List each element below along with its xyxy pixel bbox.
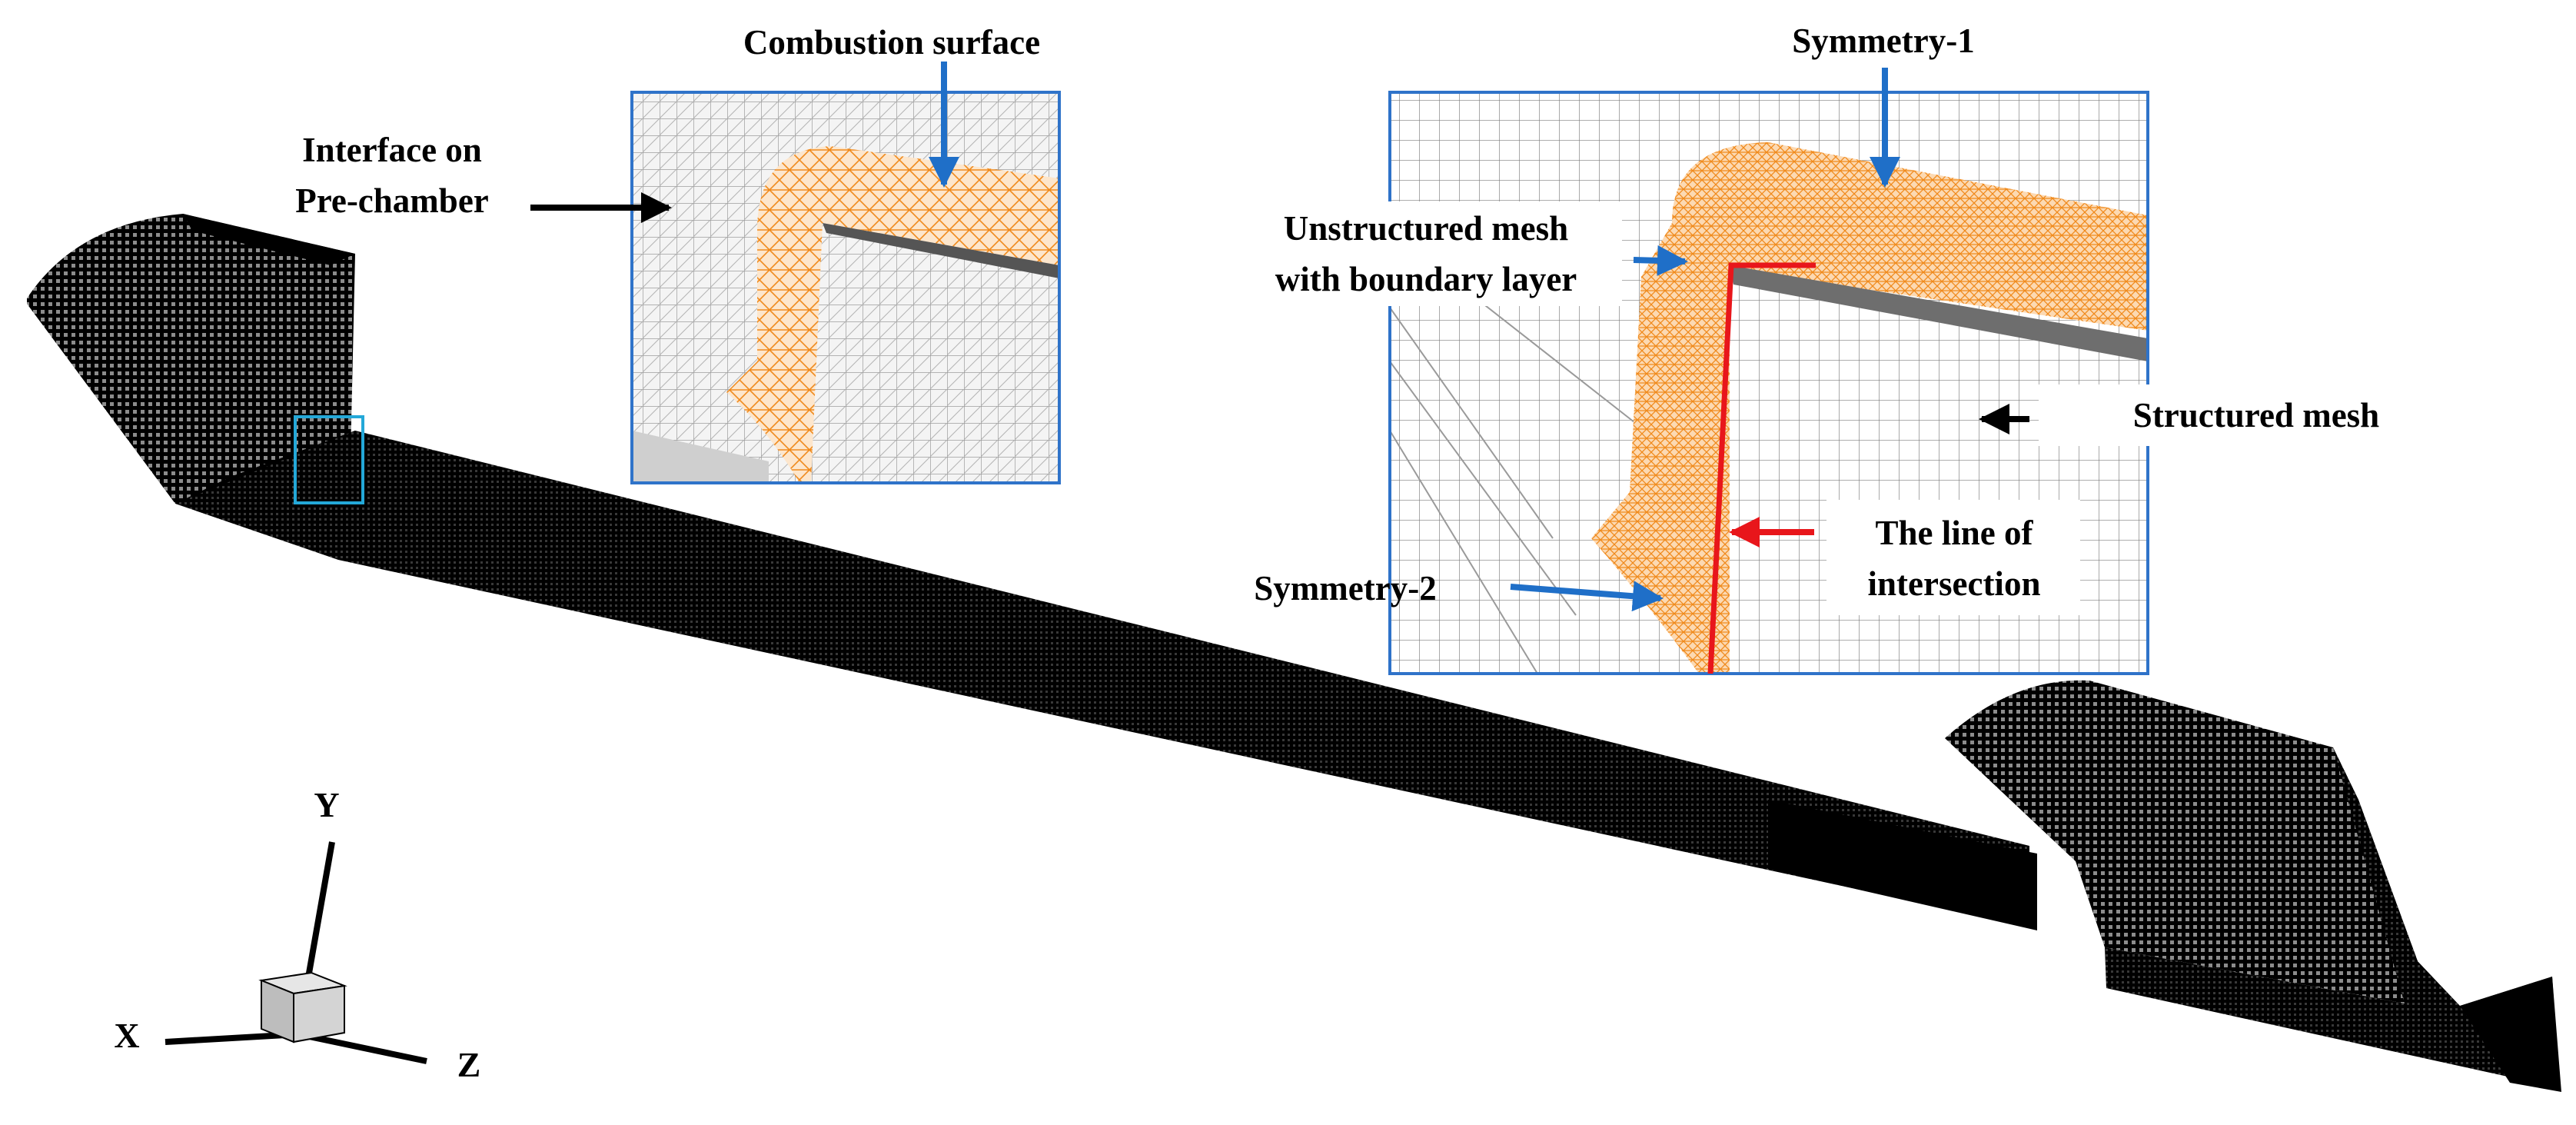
label-structured-mesh: Structured mesh	[2133, 396, 2379, 434]
intersection-line	[1707, 262, 1816, 674]
arrow-unstructured	[1633, 245, 1688, 276]
label-bg-intersection	[1826, 500, 2080, 615]
axis-z-line	[297, 1031, 427, 1064]
label-combustion-surface: Combustion surface	[743, 23, 1040, 62]
inset-interface-zoom	[630, 91, 1061, 484]
label-unstructured-line1: Unstructured mesh	[1284, 209, 1568, 248]
channel-mesh	[175, 431, 2037, 930]
label-intersection-line1: The line of	[1875, 514, 2033, 552]
label-bg-structured	[2039, 384, 2423, 446]
arrow-symmetry2	[1510, 581, 1664, 612]
label-symmetry2: Symmetry-2	[1254, 569, 1436, 607]
axis-cube-icon	[258, 971, 347, 1043]
label-bg-unstructured	[1238, 201, 1622, 306]
axis-triad: Y X Z	[114, 785, 480, 1084]
label-symmetry1: Symmetry-1	[1792, 22, 1974, 60]
zoom-highlight-box	[294, 415, 364, 504]
axis-y-label: Y	[314, 785, 339, 824]
annotation-arrows	[530, 62, 2029, 612]
outlet-chamber-mesh	[1945, 680, 2561, 1092]
label-unstructured-line2: with boundary layer	[1275, 260, 1577, 298]
label-interface-line2: Pre-chamber	[295, 181, 489, 220]
axis-z-label: Z	[457, 1045, 481, 1084]
label-intersection-line2: intersection	[1868, 564, 2041, 603]
label-interface-line1: Interface on	[302, 131, 482, 169]
axis-x-label: X	[114, 1016, 139, 1055]
